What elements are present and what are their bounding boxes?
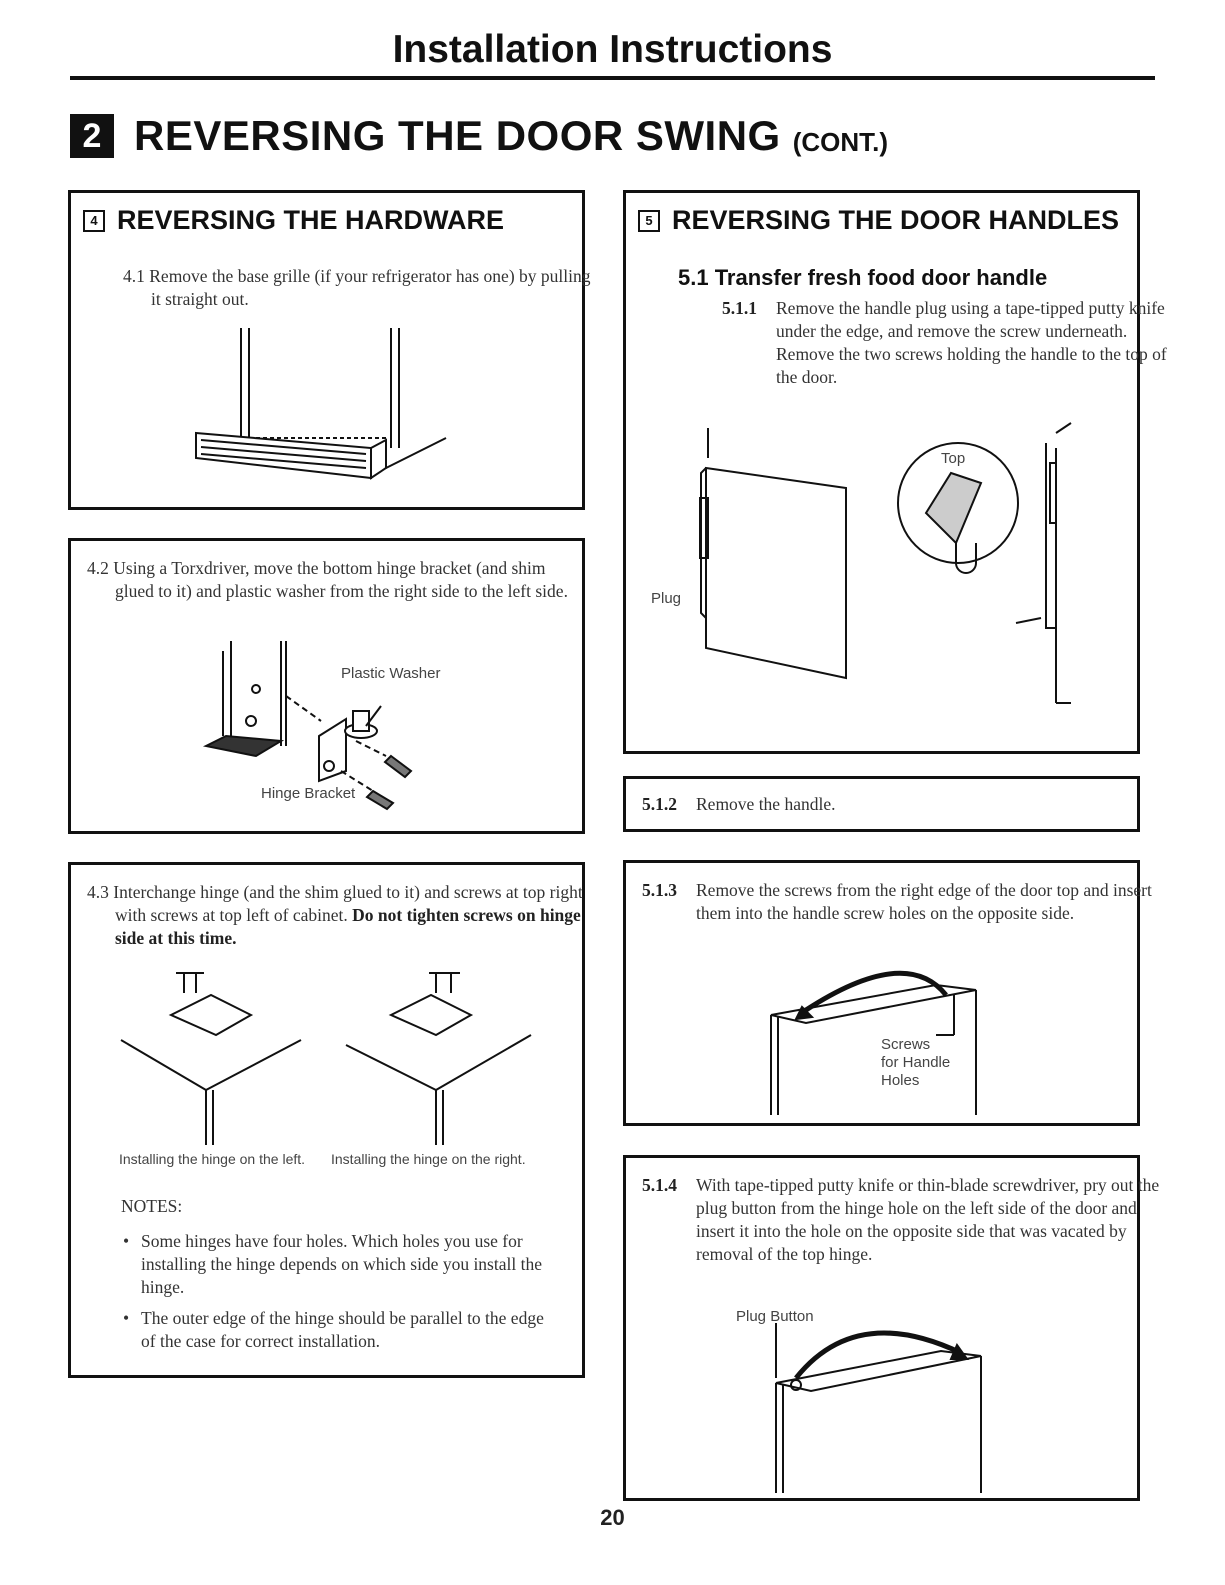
box-step-5-1-3: 5.1.3 Remove the screws from the right ed… [623,860,1152,1126]
step-5-1-3-num: 5.1.3 [642,880,677,900]
step-4-3-warning: Do not tighten screws on hinge side at t… [115,905,581,948]
box-step-4-2: 4.2 Using a Torxdriver, move the bottom … [68,538,585,834]
box-step-5-1-1: 5 REVERSING THE DOOR HANDLES 5.1 Transfe… [623,190,1167,754]
section-title-text: REVERSING THE DOOR SWING [134,112,781,159]
step-5-1-4-num: 5.1.4 [642,1175,677,1195]
hardware-number-badge: 4 [83,209,105,232]
box-step-4-3: 4.3 Interchange hinge (and the shim glue… [68,862,585,1378]
step-4-3-text: 4.3 Interchange hinge (and the shim glue… [87,881,595,950]
screws-transfer-illustration [770,970,977,1115]
label-plastic-washer: Plastic Washer [341,665,441,682]
hardware-title: REVERSING THE HARDWARE [117,205,505,235]
caption-hinge-left: Installing the hinge on the left. [119,1151,306,1167]
plug-button-illustration [775,1323,982,1493]
page-number: 20 [600,1505,625,1530]
hinge-install-right-illustration [345,972,532,1145]
notes-title: NOTES: [121,1196,183,1216]
section-title: 2 REVERSING THE DOOR SWING (CONT.) [70,112,888,160]
label-screws-line1: Screws [881,1036,931,1053]
label-plug: Plug [651,590,681,607]
caption-hinge-right: Installing the hinge on the right. [331,1151,526,1167]
step-4-2-text: 4.2 Using a Torxdriver, move the bottom … [87,558,568,601]
label-plug-button: Plug Button [736,1308,814,1325]
step-5-1-1-body: Remove the handle plug using a tape-tipp… [776,298,1167,387]
step-5-1-2-body: Remove the handle. [696,794,836,814]
hinge-bracket-illustration [202,641,413,811]
step-4-3-body: 4.3 Interchange hinge (and the shim glue… [87,882,583,925]
base-grille-illustration [195,328,447,480]
notes-block: NOTES: Some hinges have four holes. Whic… [121,1195,561,1361]
label-screws-line2: for Handle [881,1054,951,1071]
door-handle-illustration: Top Plug [651,422,1072,704]
step-5-1-4-text: 5.1.4 With tape-tipped putty knife or thi… [642,1174,1176,1266]
step-4-1-text: 4.1 Remove the base grille (if your refr… [123,266,591,309]
box-step-4-1: 4 REVERSING THE HARDWARE 4.1 Remove the … [68,190,591,510]
hinge-install-left-illustration [120,972,302,1145]
box-step-5-1-2: 5.1.2 Remove the handle. [623,776,1140,832]
section-cont-label: (CONT.) [792,126,889,157]
box-step-5-1-4: 5.1.4 With tape-tipped putty knife or thi… [623,1155,1159,1501]
step-5-1-1-num: 5.1.1 [722,298,757,318]
hardware-heading: 4 REVERSING THE HARDWARE [83,205,504,236]
handles-title: REVERSING THE DOOR HANDLES [672,205,1120,235]
step-5-1-3-body: Remove the screws from the right edge of… [696,880,1152,923]
header-rule [70,76,1155,80]
step-5-1-4-body: With tape-tipped putty knife or thin-bla… [696,1175,1160,1264]
label-hinge-bracket: Hinge Bracket [261,785,356,802]
handles-subtitle: 5.1 Transfer fresh food door handle [678,265,1048,290]
section-number-badge: 2 [70,114,114,158]
label-top: Top [941,450,965,467]
step-5-1-3-text: 5.1.3 Remove the screws from the right ed… [642,879,1176,925]
step-5-1-1-text: 5.1.1 Remove the handle plug using a tape… [722,297,1176,389]
handles-number-badge: 5 [638,209,660,232]
step-5-1-2-text: 5.1.2 Remove the handle. [642,793,1122,816]
note-item-2: The outer edge of the hinge should be pa… [121,1307,561,1353]
label-screws-line3: Holes [881,1072,920,1089]
handles-heading: 5 REVERSING THE DOOR HANDLES [638,205,1119,236]
step-5-1-2-num: 5.1.2 [642,794,677,814]
note-item-1: Some hinges have four holes. Which holes… [121,1230,561,1299]
page-header-title: Installation Instructions [392,28,833,71]
